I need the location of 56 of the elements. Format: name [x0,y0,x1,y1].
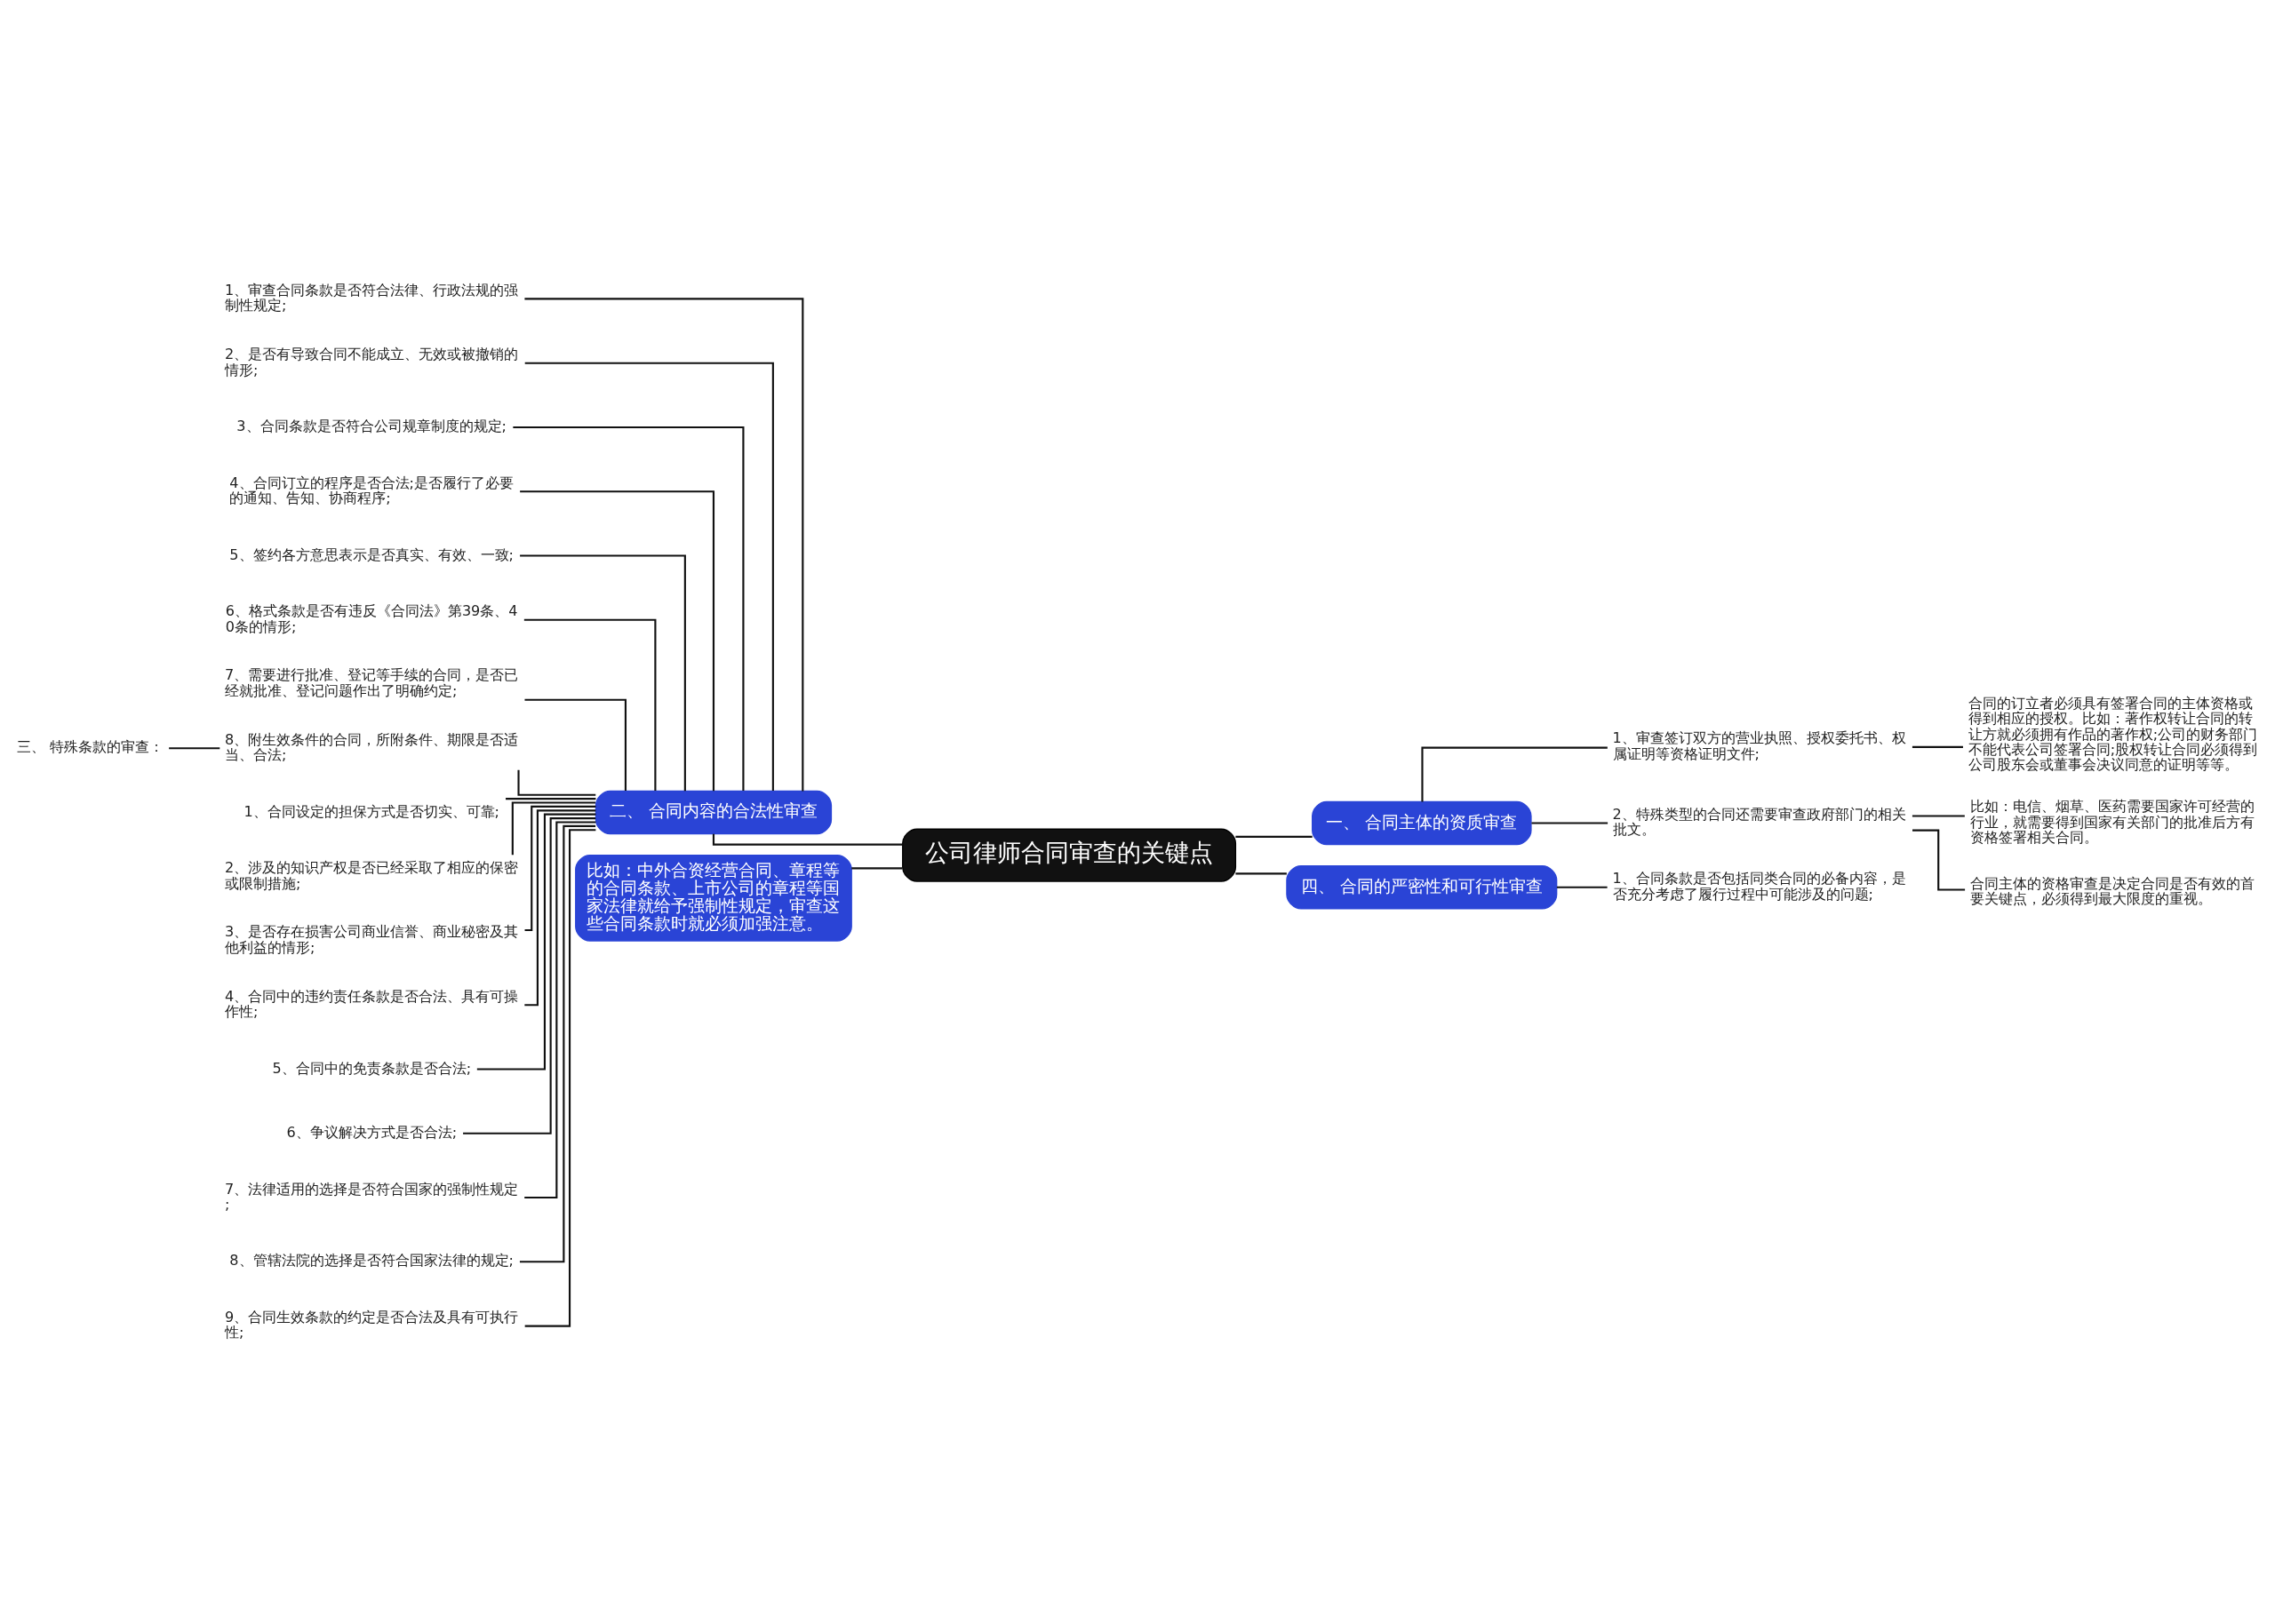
node-box: 比如：中外合资经营合同、章程等的合同条款、上市公司的章程等国家法律就给予强制性规定，审查这些合同条款时就必须加强注意。 [575,854,852,942]
node-text: 1、审查签订双方的营业执照、授权委托书、权属证明等资格证明文件; [1612,728,1906,762]
node-text: 1、审查合同条款是否符合法律、行政法规的强制性规定; [225,281,519,314]
connector [517,769,596,796]
node-text: 2、特殊类型的合同还需要审查政府部门的相关批文。 [1612,805,1906,838]
node-box: 公司律师合同审查的关键点 [902,828,1237,882]
connector [476,813,596,1071]
node-text: 合同主体的资格审查是决定合同是否有效的首要关键点，必须得到最大限度的重视。 [1969,874,2255,907]
connector [520,490,715,791]
connector [1912,745,1963,748]
connector [524,828,596,1327]
connector [1421,746,1608,801]
connector [1235,835,1313,838]
connector [1556,886,1608,888]
connector [519,824,596,1262]
connector [524,808,596,1006]
node-text: 5、签约各方意思表示是否真实、有效、一致; [229,545,514,563]
connector [1531,821,1608,824]
node-text: 7、法律适用的选择是否符合国家的强制性规定; [225,1180,519,1213]
node-text: 比如：电信、烟草、医药需要国家许可经营的行业，就需要得到国家有关部门的批准后方有资格签署相关合同。 [1969,797,2255,846]
connector [524,820,596,1198]
node-text: 合同的订立者必须具有签署合同的主体资格或得到相应的授权。比如：著作权转让合同的转让方就必须拥有作品的著作权;公司的财务部门不能代表公司签署合同;股权转让合同必须得到公司股东会或董事会决议同意的证明等等。 [1968,694,2258,773]
node-text: 3、是否存在损害公司商业信誉、商业秘密及其他利益的情形; [225,922,519,956]
node-text: 4、合同中的违约责任条款是否合法、具有可操作性; [225,987,519,1020]
node-box: 四、 合同的严密性和可行性审查 [1286,864,1558,910]
connector [513,426,745,791]
connector [851,866,903,869]
connector [511,800,596,855]
connector [463,816,596,1134]
connector [1235,872,1287,874]
node-text: 8、管辖法院的选择是否符合国家法律的规定; [229,1251,514,1269]
node-text: 1、合同设定的担保方式是否切实、可靠; [243,802,500,820]
node-box: 二、 合同内容的合法性审查 [595,790,833,834]
node-text: 5、合同中的免责条款是否合法; [272,1059,472,1077]
node-text: 4、合同订立的程序是否合法;是否履行了必要的通知、告知、协商程序; [229,474,514,506]
node-text: 6、格式条款是否有违反《合同法》第39条、40条的情形; [225,601,518,635]
node-text: 6、争议解决方式是否合法; [286,1123,458,1141]
connector [524,297,804,791]
connector [169,746,220,749]
connector [523,618,657,791]
node-text: 2、是否有导致合同不能成立、无效或被撤销的情形; [225,345,519,378]
node-text: 9、合同生效条款的约定是否合法及具有可执行性; [225,1308,519,1341]
connector [524,698,627,791]
connector [524,805,596,931]
connector [520,553,686,791]
node-text: 8、附生效条件的合同，所附条件、期限是否适当、合法; [225,730,519,763]
connector [712,833,903,846]
connector [524,362,774,791]
node-text: 3、合同条款是否符合公司规章制度的规定; [236,417,507,434]
connector [506,797,596,800]
node-text: 7、需要进行批准、登记等手续的合同，是否已经就批准、登记问题作出了明确约定; [225,665,519,699]
node-text: 三、 特殊条款的审查： [16,737,164,755]
connector [1912,814,1965,817]
node-text: 2、涉及的知识产权是否已经采取了相应的保密或限制措施; [225,858,519,892]
node-box: 一、 合同主体的资质审查 [1312,800,1532,845]
node-text: 1、合同条款是否包括同类合同的必备内容，是否充分考虑了履行过程中可能涉及的问题; [1612,869,1906,903]
